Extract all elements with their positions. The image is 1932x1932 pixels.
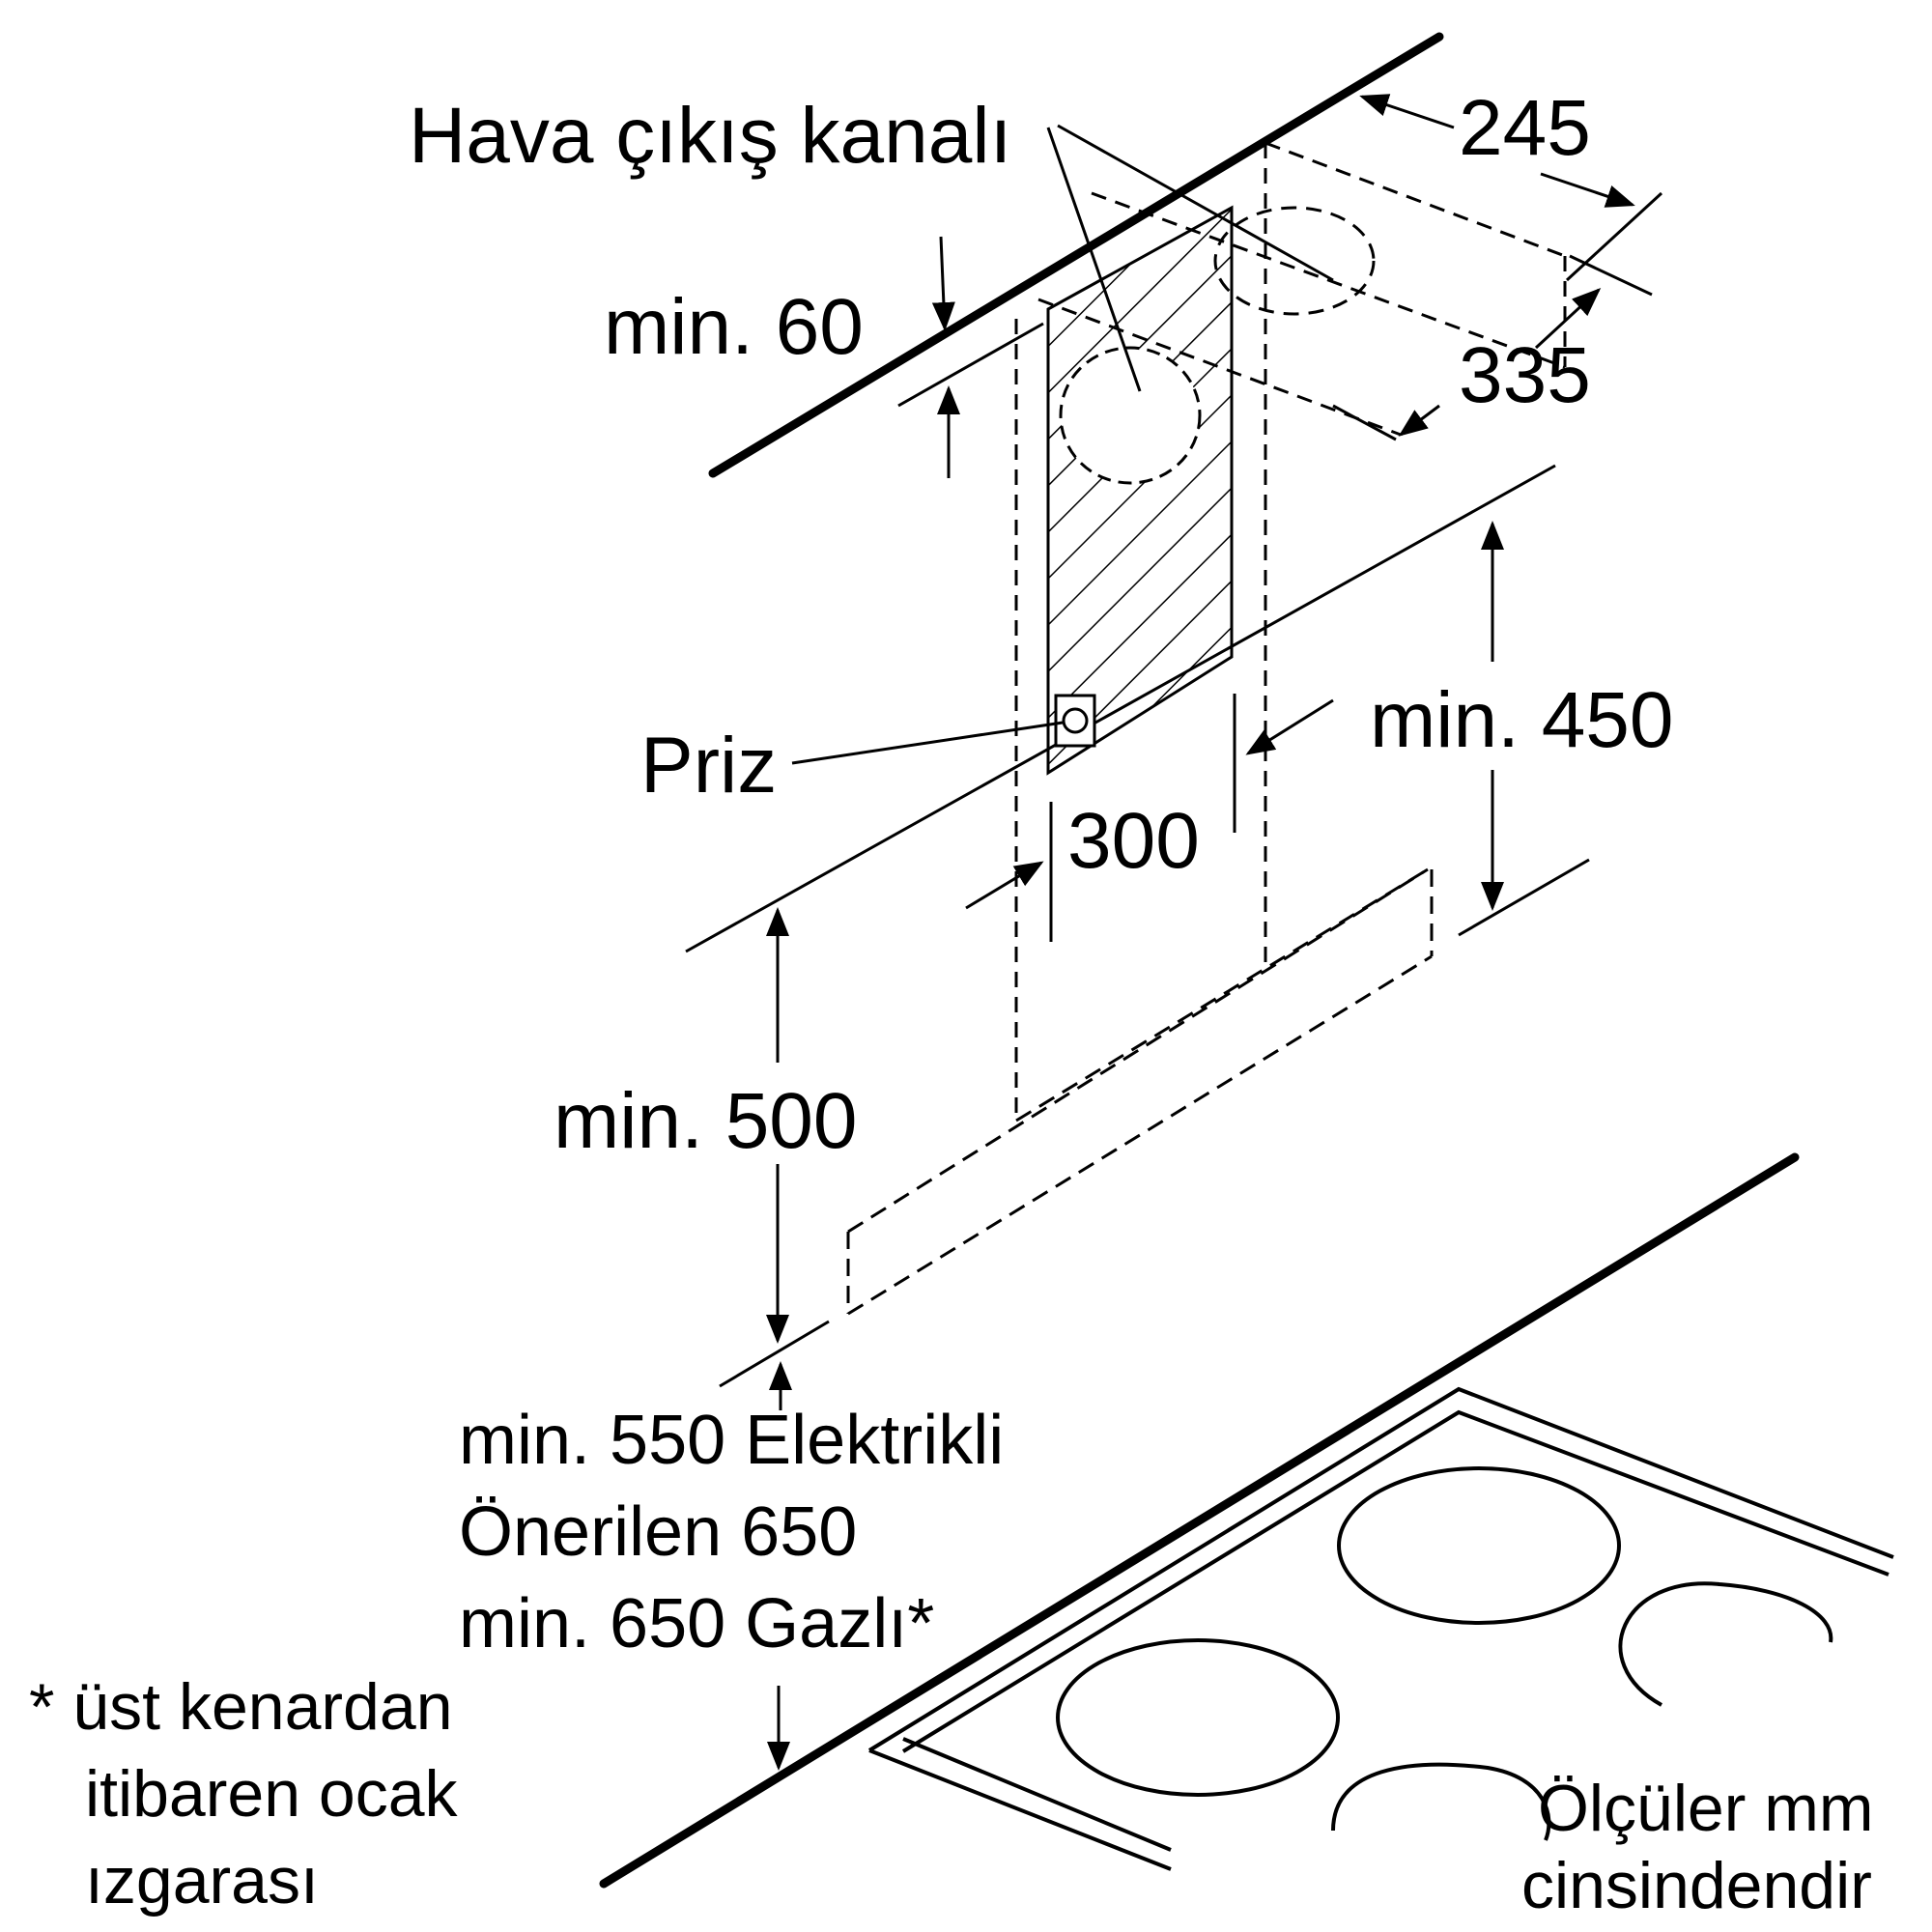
socket-icon — [1054, 694, 1096, 748]
label-min-450: min. 450 — [1370, 676, 1674, 764]
burner-1 — [1337, 1466, 1621, 1625]
burner-4 — [1331, 1762, 1551, 1841]
hood-bottom-ref-line — [1458, 858, 1590, 937]
label-electric: min. 550 Elektrikli — [459, 1402, 1005, 1479]
label-dim-300: 300 — [1067, 797, 1200, 885]
min60-ref-line — [897, 322, 1044, 408]
hood-body-outline — [846, 867, 1434, 1316]
label-min-60: min. 60 — [604, 283, 864, 371]
label-dim-335: 335 — [1459, 331, 1591, 419]
label-footnote-1: * üst kenardan — [29, 1670, 453, 1744]
label-gas: min. 650 Gazlı* — [459, 1585, 935, 1662]
wall-line-lower — [719, 1320, 830, 1388]
label-dim-245: 245 — [1459, 84, 1591, 172]
ceiling-line — [708, 32, 1444, 478]
leader-lines — [791, 124, 1334, 765]
label-footnote-3: ızgarası — [85, 1844, 319, 1918]
label-units-1: Ölçüler mm — [1538, 1772, 1874, 1845]
cooktop-edge-line — [599, 1152, 1800, 1889]
label-units-2: cinsindendir — [1521, 1849, 1872, 1922]
cooktop — [867, 1386, 1894, 1871]
label-recommended: Önerilen 650 — [459, 1493, 858, 1571]
dimension-lines — [766, 94, 1663, 1771]
label-air-outlet: Hava çıkış kanalı — [409, 92, 1012, 180]
label-min-500: min. 500 — [554, 1077, 858, 1165]
label-socket: Priz — [640, 722, 778, 810]
burner-2 — [1056, 1638, 1340, 1797]
chimney-outline — [1014, 141, 1567, 1121]
burner-3 — [1618, 1581, 1833, 1707]
label-footnote-2: itibaren ocak — [85, 1757, 458, 1831]
